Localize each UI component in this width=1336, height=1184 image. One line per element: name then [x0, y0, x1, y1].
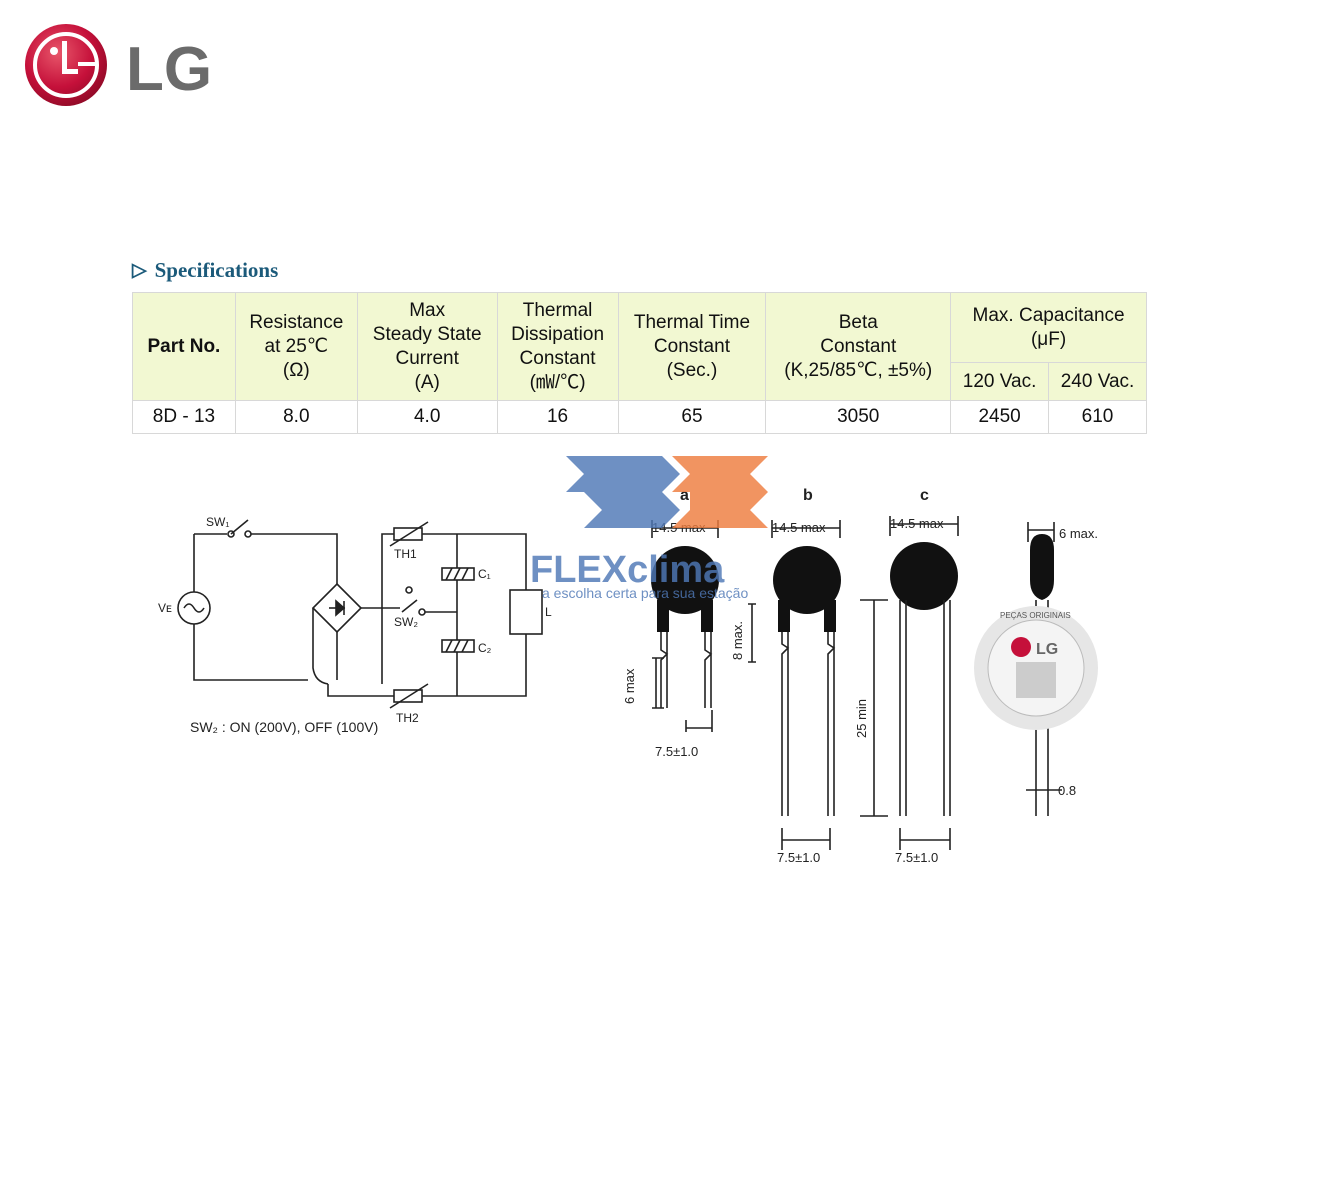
cell-cap-240: 610 [1048, 400, 1147, 434]
dimension-labels: a b c 14.5 max 14.5 max 14.5 max 6 max. … [622, 487, 1098, 865]
dimension-drawings [651, 516, 1062, 850]
original-parts-seal: LG PEÇAS ORIGINAIS [974, 606, 1098, 730]
label-sw2: SW₂ [394, 615, 418, 629]
cell-beta: 3050 [765, 400, 952, 434]
cell-max-current: 4.0 [356, 400, 498, 434]
header-max-current: Max Steady State Current (A) [356, 292, 498, 401]
dim-a-kink: 6 max [622, 668, 637, 704]
label-c1: C₁ [478, 567, 491, 581]
table-row: 8D - 13 8.0 4.0 16 65 3050 2450 610 [132, 400, 1147, 434]
dim-a-pitch: 7.5±1.0 [655, 744, 698, 759]
specifications-heading: ▷ Specifications [132, 258, 278, 283]
label-th1: TH1 [394, 547, 417, 561]
cell-part-no: 8D - 13 [132, 400, 236, 434]
svg-text:LG: LG [126, 35, 212, 104]
specifications-title: Specifications [154, 258, 279, 282]
label-c: c [920, 487, 929, 504]
label-sw1: SW₁ [206, 515, 229, 529]
dim-thickness: 6 max. [1059, 526, 1098, 541]
header-resistance: Resistance at 25℃ (Ω) [234, 292, 358, 401]
label-b: b [803, 487, 813, 504]
seal-brand: LG [1036, 641, 1058, 658]
label-ve: Vᴇ [158, 601, 172, 615]
circuit-labels: SW₁ Vᴇ TH1 TH2 SW₂ C₁ C₂ L SW₂ : ON (200… [158, 515, 552, 735]
technical-diagram: SW₁ Vᴇ TH1 TH2 SW₂ C₁ C₂ L SW₂ : ON (200… [158, 456, 1098, 865]
specifications-table: Part No. Resistance at 25℃ (Ω) Max Stead… [132, 292, 1147, 434]
cell-resistance: 8.0 [234, 400, 358, 434]
label-c2: C₂ [478, 641, 492, 655]
header-thermal-dissipation: Thermal Dissipation Constant (㎽/℃) [496, 292, 619, 401]
cell-thermal-dissipation: 16 [496, 400, 619, 434]
dim-lead: 0.8 [1058, 783, 1076, 798]
label-th2: TH2 [396, 711, 419, 725]
dim-b-kink: 8 max. [730, 621, 745, 660]
lg-logo: LG [22, 22, 242, 110]
watermark-brand: FLEXclima [530, 549, 725, 591]
dim-b-width: 14.5 max [772, 520, 826, 535]
cell-cap-120: 2450 [950, 400, 1050, 434]
header-cap-240: 240 Vac. [1048, 362, 1147, 401]
header-max-capacitance: Max. Capacitance (μF) [950, 292, 1147, 363]
dim-c-pitch: 7.5±1.0 [895, 850, 938, 865]
circuit-schematic [177, 519, 543, 709]
watermark-tagline: a escolha certa para sua estação [542, 585, 748, 601]
header-thermal-time: Thermal Time Constant (Sec.) [617, 292, 767, 401]
header-cap-120: 120 Vac. [950, 362, 1050, 401]
header-part-no: Part No. [132, 292, 236, 401]
flexclima-watermark: FLEXclima a escolha certa para sua estaç… [530, 456, 768, 601]
label-load: L [545, 605, 552, 619]
seal-text: PEÇAS ORIGINAIS [1000, 611, 1071, 620]
dim-c-length: 25 min [854, 699, 869, 738]
label-a: a [680, 487, 689, 504]
circuit-note: SW₂ : ON (200V), OFF (100V) [190, 719, 378, 735]
cell-thermal-time: 65 [617, 400, 767, 434]
header-beta: Beta Constant (K,25/85℃, ±5%) [765, 292, 952, 401]
triangle-right-icon: ▷ [132, 260, 147, 281]
dim-b-pitch: 7.5±1.0 [777, 850, 820, 865]
dim-c-width: 14.5 max [890, 516, 944, 531]
